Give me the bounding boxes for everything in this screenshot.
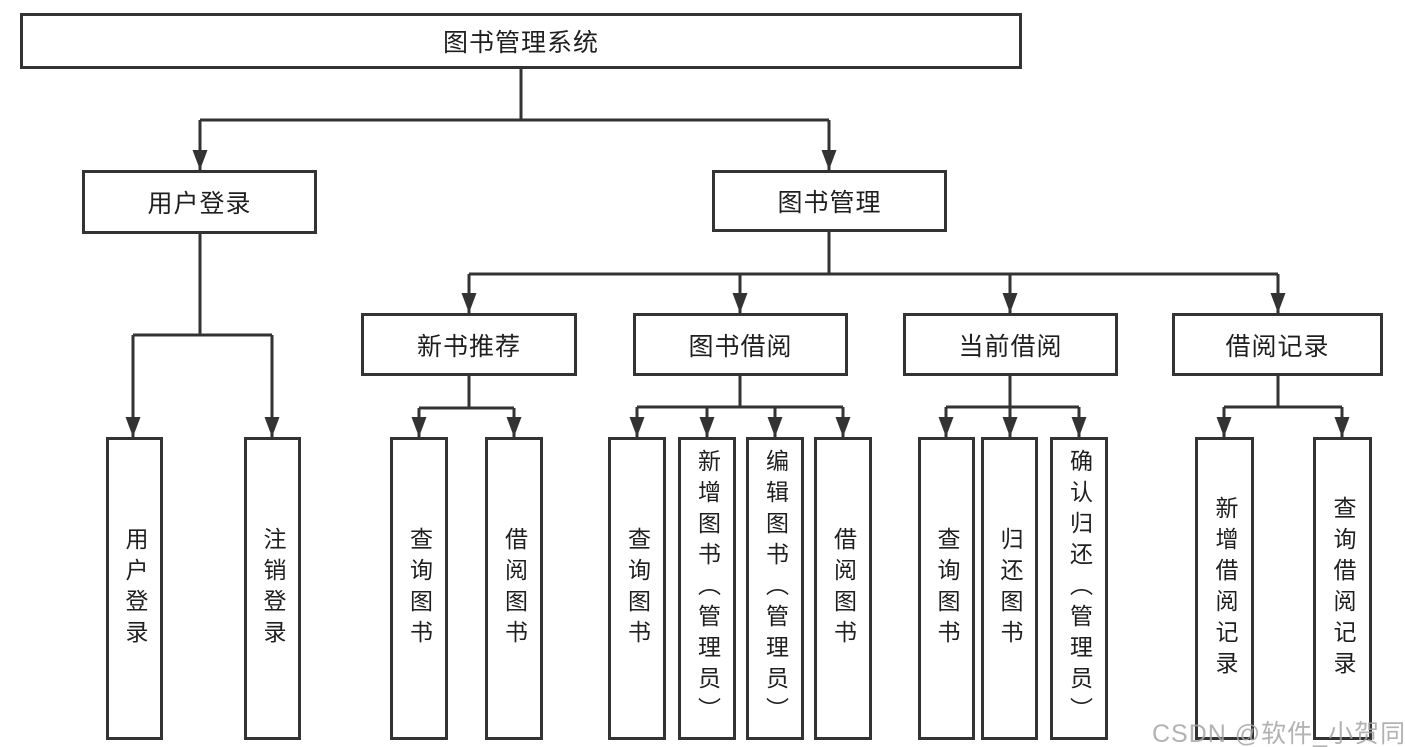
node-borrow-records: 借阅记录 [1172, 313, 1383, 376]
connector-book-management-branch [467, 232, 1280, 313]
node-label: 当前借阅 [958, 332, 1063, 361]
node-label: 图书管理系统 [442, 29, 599, 57]
node-label: 新增借阅记录 [1212, 495, 1238, 682]
arrowhead-new-book-recommend [461, 293, 477, 313]
node-label: 归还图书 [997, 526, 1023, 651]
leaf-logout-login: 注销登录 [244, 437, 301, 740]
node-book-borrow: 图书借阅 [633, 313, 848, 376]
node-label: 图书管理 [777, 189, 882, 217]
node-label: 注销登录 [260, 526, 286, 651]
node-label: 确认归还（管理员） [1066, 449, 1093, 728]
arrowhead-user-login [192, 150, 208, 170]
connector-new-book-recommend-branch [417, 376, 516, 437]
node-label: 图书借阅 [688, 332, 793, 361]
leaf-return-books: 归还图书 [981, 437, 1038, 740]
node-label: 用户登录 [122, 526, 148, 651]
arrowhead-leaf-borrow-books-1 [506, 417, 522, 437]
node-new-book-recommend: 新书推荐 [361, 313, 577, 376]
node-label: 用户登录 [147, 190, 252, 218]
connector-borrow-records-branch [1222, 376, 1344, 437]
leaf-edit-book-admin: 编辑图书（管理员） [746, 437, 804, 740]
leaf-borrow-books-1: 借阅图书 [485, 437, 543, 740]
arrowhead-leaf-add-book [699, 417, 715, 437]
node-label: 查询图书 [934, 526, 960, 651]
leaf-user-login: 用户登录 [106, 437, 163, 740]
connector-user-login-branch [131, 234, 274, 437]
arrowhead-leaf-edit-book [767, 417, 783, 437]
leaf-borrow-books-2: 借阅图书 [814, 437, 872, 740]
node-book-management: 图书管理 [712, 170, 947, 232]
leaf-query-books-2: 查询图书 [608, 437, 666, 740]
node-label: 新增图书（管理员） [694, 449, 721, 728]
leaf-confirm-return-admin: 确认归还（管理员） [1050, 437, 1108, 740]
leaf-query-borrow-record: 查询借阅记录 [1313, 437, 1372, 740]
arrowhead-book-borrow [732, 293, 748, 313]
arrowhead-leaf-query-borrow-record [1334, 417, 1350, 437]
arrowhead-leaf-confirm-return [1071, 417, 1087, 437]
node-label: 借阅记录 [1225, 332, 1330, 361]
node-label: 编辑图书（管理员） [762, 449, 789, 728]
arrowhead-leaf-query-books-1 [411, 417, 427, 437]
leaf-query-books-1: 查询图书 [390, 437, 448, 740]
connector-root-to-level2 [198, 69, 831, 170]
arrowhead-leaf-return-books [1002, 417, 1018, 437]
arrowhead-leaf-logout-login [264, 417, 280, 437]
arrowhead-leaf-query-books-2 [629, 417, 645, 437]
node-label: 查询图书 [624, 526, 651, 651]
node-label: 查询图书 [406, 526, 433, 651]
arrowhead-book-management [821, 150, 837, 170]
arrowhead-current-borrow [1002, 293, 1018, 313]
node-label: 新书推荐 [416, 332, 521, 361]
connector-book-borrow-branch [635, 376, 845, 437]
arrowhead-borrow-records [1270, 293, 1286, 313]
leaf-add-borrow-record: 新增借阅记录 [1195, 437, 1254, 740]
watermark: CSDN @软件_小贺同学 [1152, 720, 1405, 747]
leaf-query-books-3: 查询图书 [918, 437, 975, 740]
node-label: 借阅图书 [830, 526, 857, 651]
leaf-add-book-admin: 新增图书（管理员） [678, 437, 736, 740]
arrowhead-leaf-borrow-books-2 [835, 417, 851, 437]
node-label: 借阅图书 [501, 526, 528, 651]
node-root: 图书管理系统 [20, 13, 1022, 69]
arrowhead-leaf-query-books-3 [938, 417, 954, 437]
node-user-login: 用户登录 [82, 170, 317, 234]
node-label: 查询借阅记录 [1330, 495, 1356, 682]
arrowhead-leaf-add-borrow-record [1216, 417, 1232, 437]
arrowhead-leaf-user-login [125, 417, 141, 437]
node-current-borrow: 当前借阅 [903, 313, 1118, 376]
